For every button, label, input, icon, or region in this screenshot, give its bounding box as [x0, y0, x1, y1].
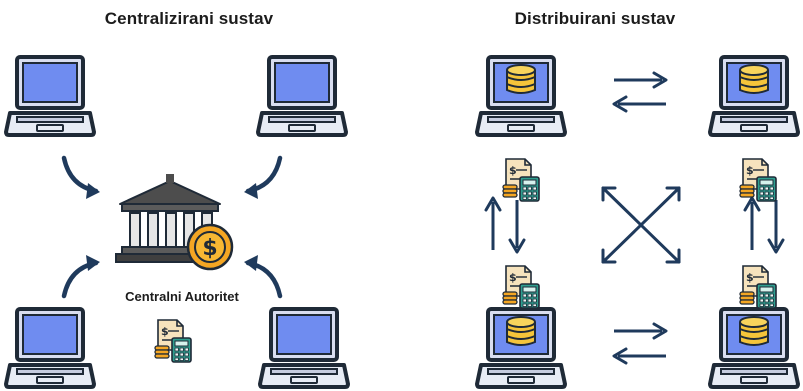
arrow-left-icon-bottom	[612, 347, 668, 365]
database-icon-bottom-left	[506, 316, 536, 346]
database-icon-top-left	[506, 64, 536, 94]
laptop-icon-top-right	[256, 55, 348, 137]
svg-text:$: $	[202, 236, 217, 261]
laptop-icon-bottom-right	[258, 307, 350, 389]
finance-icon-right-bottom	[739, 265, 777, 309]
arrow-right-icon-bottom	[612, 322, 668, 340]
arrow-down-icon-left	[508, 198, 526, 254]
distributed-title: Distribuirani sustav	[514, 9, 676, 28]
database-icon-bottom-right	[739, 316, 769, 346]
curved-arrow-icon-top-left	[64, 158, 100, 199]
distributed-diagram	[475, 55, 800, 389]
coin-icon: $	[186, 223, 234, 271]
arrow-up-icon-right	[743, 196, 761, 252]
arrow-left-icon-top	[612, 95, 668, 113]
arrow-up-icon-left	[484, 196, 502, 252]
finance-icon-central	[154, 319, 192, 363]
centralized-diagram: $	[4, 55, 350, 389]
database-icon-top-right	[739, 64, 769, 94]
centralized-title: Centralizirani sustav	[104, 9, 274, 28]
cross-arrows-icon	[601, 186, 681, 264]
finance-icon-right-top	[739, 158, 777, 202]
arrow-right-icon-top	[612, 71, 668, 89]
laptop-icon-top-left	[4, 55, 96, 137]
curved-arrow-icon-bottom-left	[64, 255, 100, 296]
curved-arrow-icon-top-right	[244, 158, 280, 199]
authority-label: Centralni Autoritet	[125, 289, 239, 304]
arrow-down-icon-right	[767, 198, 785, 254]
laptop-icon-bottom-left	[4, 307, 96, 389]
finance-icon-left-bottom	[502, 265, 540, 309]
finance-icon-left-top	[502, 158, 540, 202]
